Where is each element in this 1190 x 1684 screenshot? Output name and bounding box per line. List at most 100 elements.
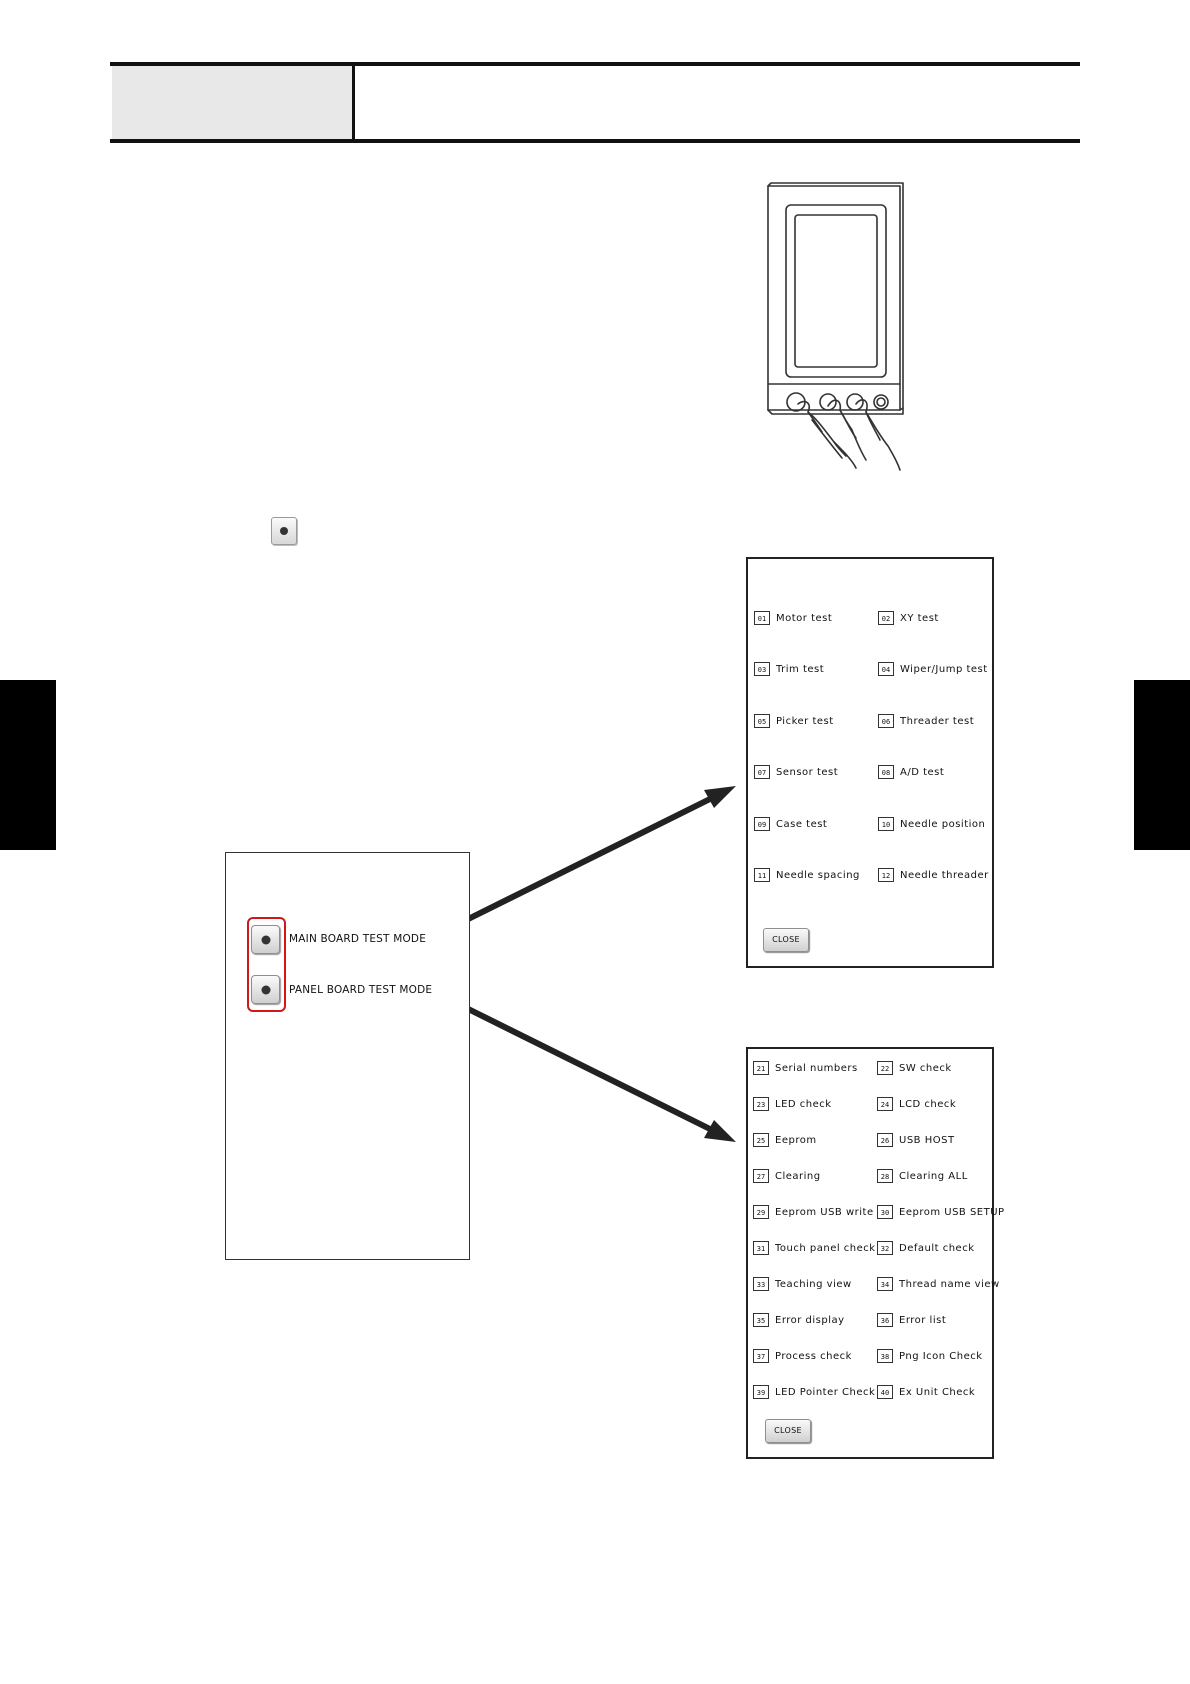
item-number: 01 xyxy=(754,611,770,625)
item-number: 23 xyxy=(753,1097,769,1111)
item-number: 04 xyxy=(878,662,894,676)
item-number: 39 xyxy=(753,1385,769,1399)
item-number: 40 xyxy=(877,1385,893,1399)
button-dot-icon xyxy=(261,935,270,944)
item-label: Threader test xyxy=(900,715,975,727)
header-section-box xyxy=(112,66,352,139)
menu-item[interactable]: 04 Wiper/Jump test xyxy=(878,662,988,676)
menu-item[interactable]: 11 Needle spacing xyxy=(754,868,860,882)
item-number: 38 xyxy=(877,1349,893,1363)
item-number: 06 xyxy=(878,714,894,728)
menu-item[interactable]: 37 Process check xyxy=(753,1349,852,1363)
item-number: 37 xyxy=(753,1349,769,1363)
button-dot-icon xyxy=(280,527,288,535)
item-label: Eeprom xyxy=(775,1134,817,1146)
item-number: 33 xyxy=(753,1277,769,1291)
menu-item[interactable]: 28 Clearing ALL xyxy=(877,1169,968,1183)
item-label: XY test xyxy=(900,612,939,624)
close-button[interactable]: CLOSE xyxy=(765,1419,811,1443)
item-label: USB HOST xyxy=(899,1134,955,1146)
menu-item[interactable]: 23 LED check xyxy=(753,1097,832,1111)
header-top-rule xyxy=(110,62,1080,66)
item-number: 36 xyxy=(877,1313,893,1327)
item-number: 21 xyxy=(753,1061,769,1075)
test-mode-screen: MAIN BOARD TEST MODE PANEL BOARD TEST MO… xyxy=(225,852,470,1260)
left-side-tab xyxy=(0,680,56,850)
menu-item[interactable]: 01 Motor test xyxy=(754,611,832,625)
item-label: Thread name view xyxy=(899,1278,1000,1290)
item-label: Clearing ALL xyxy=(899,1170,968,1182)
item-number: 30 xyxy=(877,1205,893,1219)
menu-item[interactable]: 31 Touch panel check xyxy=(753,1241,876,1255)
item-label: Error list xyxy=(899,1314,947,1326)
menu-item[interactable]: 22 SW check xyxy=(877,1061,952,1075)
item-label: LED Pointer Check xyxy=(775,1386,876,1398)
item-label: Case test xyxy=(776,818,828,830)
item-number: 35 xyxy=(753,1313,769,1327)
item-number: 10 xyxy=(878,817,894,831)
item-label: Eeprom USB write xyxy=(775,1206,874,1218)
item-number: 26 xyxy=(877,1133,893,1147)
menu-item[interactable]: 26 USB HOST xyxy=(877,1133,955,1147)
menu-item[interactable]: 39 LED Pointer Check xyxy=(753,1385,875,1399)
item-label: Ex Unit Check xyxy=(899,1386,976,1398)
item-label: Needle spacing xyxy=(776,869,860,881)
item-label: Trim test xyxy=(776,663,825,675)
menu-item[interactable]: 36 Error list xyxy=(877,1313,946,1327)
header-divider xyxy=(352,66,355,139)
main-board-test-mode-button[interactable] xyxy=(251,925,280,954)
menu-item[interactable]: 29 Eeprom USB write xyxy=(753,1205,874,1219)
item-label: Process check xyxy=(775,1350,852,1362)
header-bottom-rule xyxy=(110,139,1080,143)
menu-item[interactable]: 07 Sensor test xyxy=(754,765,838,779)
item-label: Wiper/Jump test xyxy=(900,663,988,675)
item-number: 07 xyxy=(754,765,770,779)
item-label: Eeprom USB SETUP xyxy=(899,1206,1005,1218)
item-number: 12 xyxy=(878,868,894,882)
item-label: Motor test xyxy=(776,612,833,624)
item-number: 11 xyxy=(754,868,770,882)
menu-item[interactable]: 10 Needle position xyxy=(878,817,985,831)
item-number: 25 xyxy=(753,1133,769,1147)
item-label: SW check xyxy=(899,1062,952,1074)
item-number: 22 xyxy=(877,1061,893,1075)
item-number: 31 xyxy=(753,1241,769,1255)
item-label: Png Icon Check xyxy=(899,1350,983,1362)
right-side-tab xyxy=(1134,680,1190,850)
item-number: 08 xyxy=(878,765,894,779)
item-label: Needle threader xyxy=(900,869,989,881)
item-number: 29 xyxy=(753,1205,769,1219)
menu-item[interactable]: 40 Ex Unit Check xyxy=(877,1385,975,1399)
item-label: Needle position xyxy=(900,818,986,830)
menu-item[interactable]: 12 Needle threader xyxy=(878,868,989,882)
panel-board-test-mode-button[interactable] xyxy=(251,975,280,1004)
item-label: Touch panel check xyxy=(775,1242,876,1254)
menu-item[interactable]: 06 Threader test xyxy=(878,714,974,728)
menu-item[interactable]: 30 Eeprom USB SETUP xyxy=(877,1205,1005,1219)
item-label: Picker test xyxy=(776,715,834,727)
menu-item[interactable]: 38 Png Icon Check xyxy=(877,1349,983,1363)
test-mode-button-icon xyxy=(271,517,297,545)
button-dot-icon xyxy=(261,985,270,994)
close-button[interactable]: CLOSE xyxy=(763,928,809,952)
menu-item[interactable]: 25 Eeprom xyxy=(753,1133,817,1147)
item-number: 28 xyxy=(877,1169,893,1183)
item-label: Sensor test xyxy=(776,766,839,778)
item-label: LCD check xyxy=(899,1098,957,1110)
item-label: LED check xyxy=(775,1098,832,1110)
